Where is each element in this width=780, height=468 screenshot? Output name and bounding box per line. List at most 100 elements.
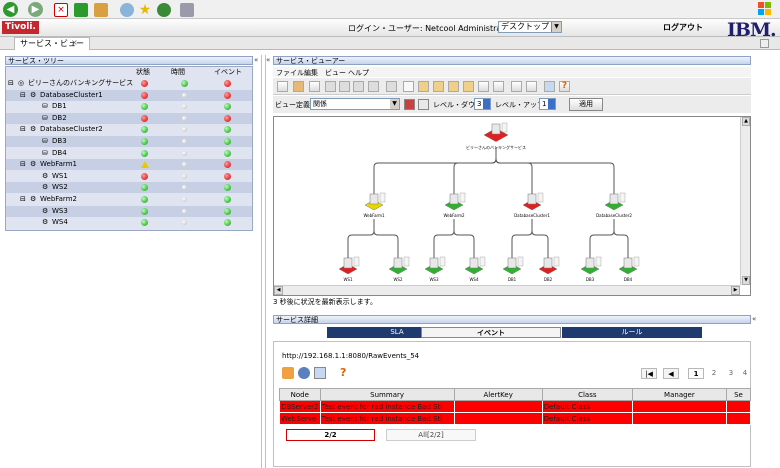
tree-row[interactable]: ⚙WS3 xyxy=(6,205,252,217)
layout-icon[interactable] xyxy=(511,81,522,92)
refresh-icon[interactable] xyxy=(74,3,88,17)
graph-leaf-node[interactable]: WS4 xyxy=(464,256,486,282)
select-icon[interactable] xyxy=(403,81,414,92)
apply-button[interactable]: 適用 xyxy=(569,98,603,111)
expand-toggle-icon[interactable]: ⊟ xyxy=(20,90,26,99)
event-filter-icon[interactable] xyxy=(282,367,294,379)
tree-row[interactable]: ⊟⚙DatabaseCluster1 xyxy=(6,89,252,101)
search-icon[interactable] xyxy=(120,3,134,17)
zoom-out-icon[interactable] xyxy=(448,81,459,92)
tab-close-icon[interactable]: × xyxy=(71,38,78,47)
tree-row[interactable]: ⛁DB4 xyxy=(6,148,252,159)
tab-sla[interactable]: SLA xyxy=(327,327,467,338)
fit-window-icon[interactable] xyxy=(478,81,489,92)
graph-group-node[interactable]: WebFarm2 xyxy=(443,192,466,218)
tree-row[interactable]: ⛁DB2 xyxy=(6,112,252,124)
left-splitter[interactable] xyxy=(261,55,262,468)
expand-toggle-icon[interactable]: ⊟ xyxy=(20,195,26,203)
delete-icon[interactable] xyxy=(353,81,364,92)
tree-row[interactable]: ⛁DB3 xyxy=(6,136,252,147)
zoom-in-icon[interactable] xyxy=(433,81,444,92)
tree-row[interactable]: ⚙WS2 xyxy=(6,182,252,194)
col-node[interactable]: Node xyxy=(279,388,321,401)
print-view-icon[interactable] xyxy=(526,81,537,92)
graph-group-node[interactable]: DatabaseCluster1 xyxy=(514,192,550,218)
first-page-icon[interactable]: |◀ xyxy=(641,368,657,379)
tree-row[interactable]: ⊟⚙WebFarm2 xyxy=(6,194,252,205)
copy-icon[interactable] xyxy=(339,81,350,92)
graph-leaf-node[interactable]: WS3 xyxy=(424,256,446,282)
page-2[interactable]: 2 xyxy=(711,369,717,377)
col-alertkey[interactable]: AlertKey xyxy=(453,388,543,401)
pan-icon[interactable] xyxy=(418,81,429,92)
topology-graph[interactable]: ビリーさんのバンキングサービス WebFarm1 WebFarm2 DatabaseC… xyxy=(274,117,740,285)
logout-link[interactable]: ログアウト xyxy=(663,23,703,32)
cut-icon[interactable] xyxy=(325,81,336,92)
save-icon[interactable] xyxy=(277,81,288,92)
right-splitter[interactable] xyxy=(265,55,266,468)
page-1[interactable]: 1 xyxy=(688,368,704,379)
scroll-left-icon[interactable]: ◀ xyxy=(274,286,283,295)
scroll-up-icon[interactable]: ▲ xyxy=(742,117,750,126)
settings-icon[interactable] xyxy=(293,81,304,92)
scroll-down-icon[interactable]: ▼ xyxy=(742,276,750,285)
collapse-left-icon[interactable]: « xyxy=(254,56,259,64)
spinner-icon[interactable] xyxy=(483,99,490,109)
graph-leaf-node[interactable]: DB4 xyxy=(618,256,640,282)
favorites-icon[interactable]: ★ xyxy=(138,2,152,18)
menu-help[interactable]: ヘルプ xyxy=(348,69,369,77)
graph-leaf-node[interactable]: DB1 xyxy=(502,256,524,282)
tab-event[interactable]: イベント xyxy=(421,327,561,338)
tree-row[interactable]: ⚙WS1 xyxy=(6,171,252,182)
edit-view-icon[interactable] xyxy=(404,99,415,110)
new-view-icon[interactable] xyxy=(418,99,429,110)
canvas-vertical-scrollbar[interactable]: ▲ ▼ xyxy=(740,117,750,285)
view-def-select[interactable]: 関係 ▼ xyxy=(310,98,400,110)
desktop-select[interactable]: デスクトップ ▼ xyxy=(498,21,562,33)
event-help-icon[interactable]: ? xyxy=(340,366,347,379)
event-settings-icon[interactable] xyxy=(298,367,310,379)
graph-leaf-node[interactable]: WS2 xyxy=(388,256,410,282)
level-up-input[interactable]: 1 xyxy=(539,98,556,110)
stop-icon[interactable]: × xyxy=(54,3,68,17)
expand-toggle-icon[interactable]: ⊟ xyxy=(8,79,14,87)
home-icon[interactable] xyxy=(94,3,108,17)
prev-page-icon[interactable]: ◀ xyxy=(663,368,679,379)
collapse-details-icon[interactable]: « xyxy=(752,315,757,323)
canvas-horizontal-scrollbar[interactable]: ◀ ▶ xyxy=(274,285,740,295)
tree-row[interactable]: ⊟⚙DatabaseCluster2 xyxy=(6,124,252,135)
back-icon[interactable]: ◀ xyxy=(3,2,18,17)
tab-service-view[interactable]: サービス・ビュー xyxy=(14,37,90,50)
graph-root-node[interactable]: ビリーさんのバンキングサービス xyxy=(466,122,526,150)
collapse-right-icon[interactable]: « xyxy=(266,56,271,64)
col-manager[interactable]: Manager xyxy=(631,388,727,401)
level-down-input[interactable]: 3 xyxy=(474,98,491,110)
graph-leaf-node[interactable]: WS1 xyxy=(338,256,360,282)
notify-icon[interactable] xyxy=(544,81,555,92)
expand-toggle-icon[interactable]: ⊟ xyxy=(20,125,26,134)
tree-row[interactable]: ⚙WS4 xyxy=(6,217,252,228)
graph-group-node[interactable]: WebFarm1 xyxy=(363,192,386,218)
graph-leaf-node[interactable]: DB2 xyxy=(538,256,560,282)
properties-icon[interactable] xyxy=(309,81,320,92)
topology-canvas[interactable]: ビリーさんのバンキングサービス WebFarm1 WebFarm2 DatabaseC… xyxy=(273,116,751,296)
page-3[interactable]: 3 xyxy=(728,369,734,377)
print-icon[interactable] xyxy=(180,3,194,17)
grid-icon[interactable] xyxy=(386,81,397,92)
tree-row[interactable]: ⊟◎ビリーさんのバンキングサービス xyxy=(6,78,252,89)
forward-icon[interactable]: ▶ xyxy=(28,2,43,17)
tree-row[interactable]: ⊟⚙WebFarm1 xyxy=(6,159,252,171)
scroll-right-icon[interactable]: ▶ xyxy=(731,286,740,295)
tree-row[interactable]: ⛁DB1 xyxy=(6,101,252,112)
cross-icon[interactable] xyxy=(493,81,504,92)
tab-rules[interactable]: ルール xyxy=(562,327,702,338)
spinner-icon[interactable] xyxy=(548,99,555,109)
menu-file[interactable]: ファイル xyxy=(276,69,304,77)
menu-edit[interactable]: 編集 xyxy=(304,69,318,77)
col-severity[interactable]: Se xyxy=(725,388,752,401)
page-indicator[interactable]: 2/2 xyxy=(286,429,375,441)
col-summary[interactable]: Summary xyxy=(319,388,455,401)
event-view-icon[interactable] xyxy=(314,367,326,379)
